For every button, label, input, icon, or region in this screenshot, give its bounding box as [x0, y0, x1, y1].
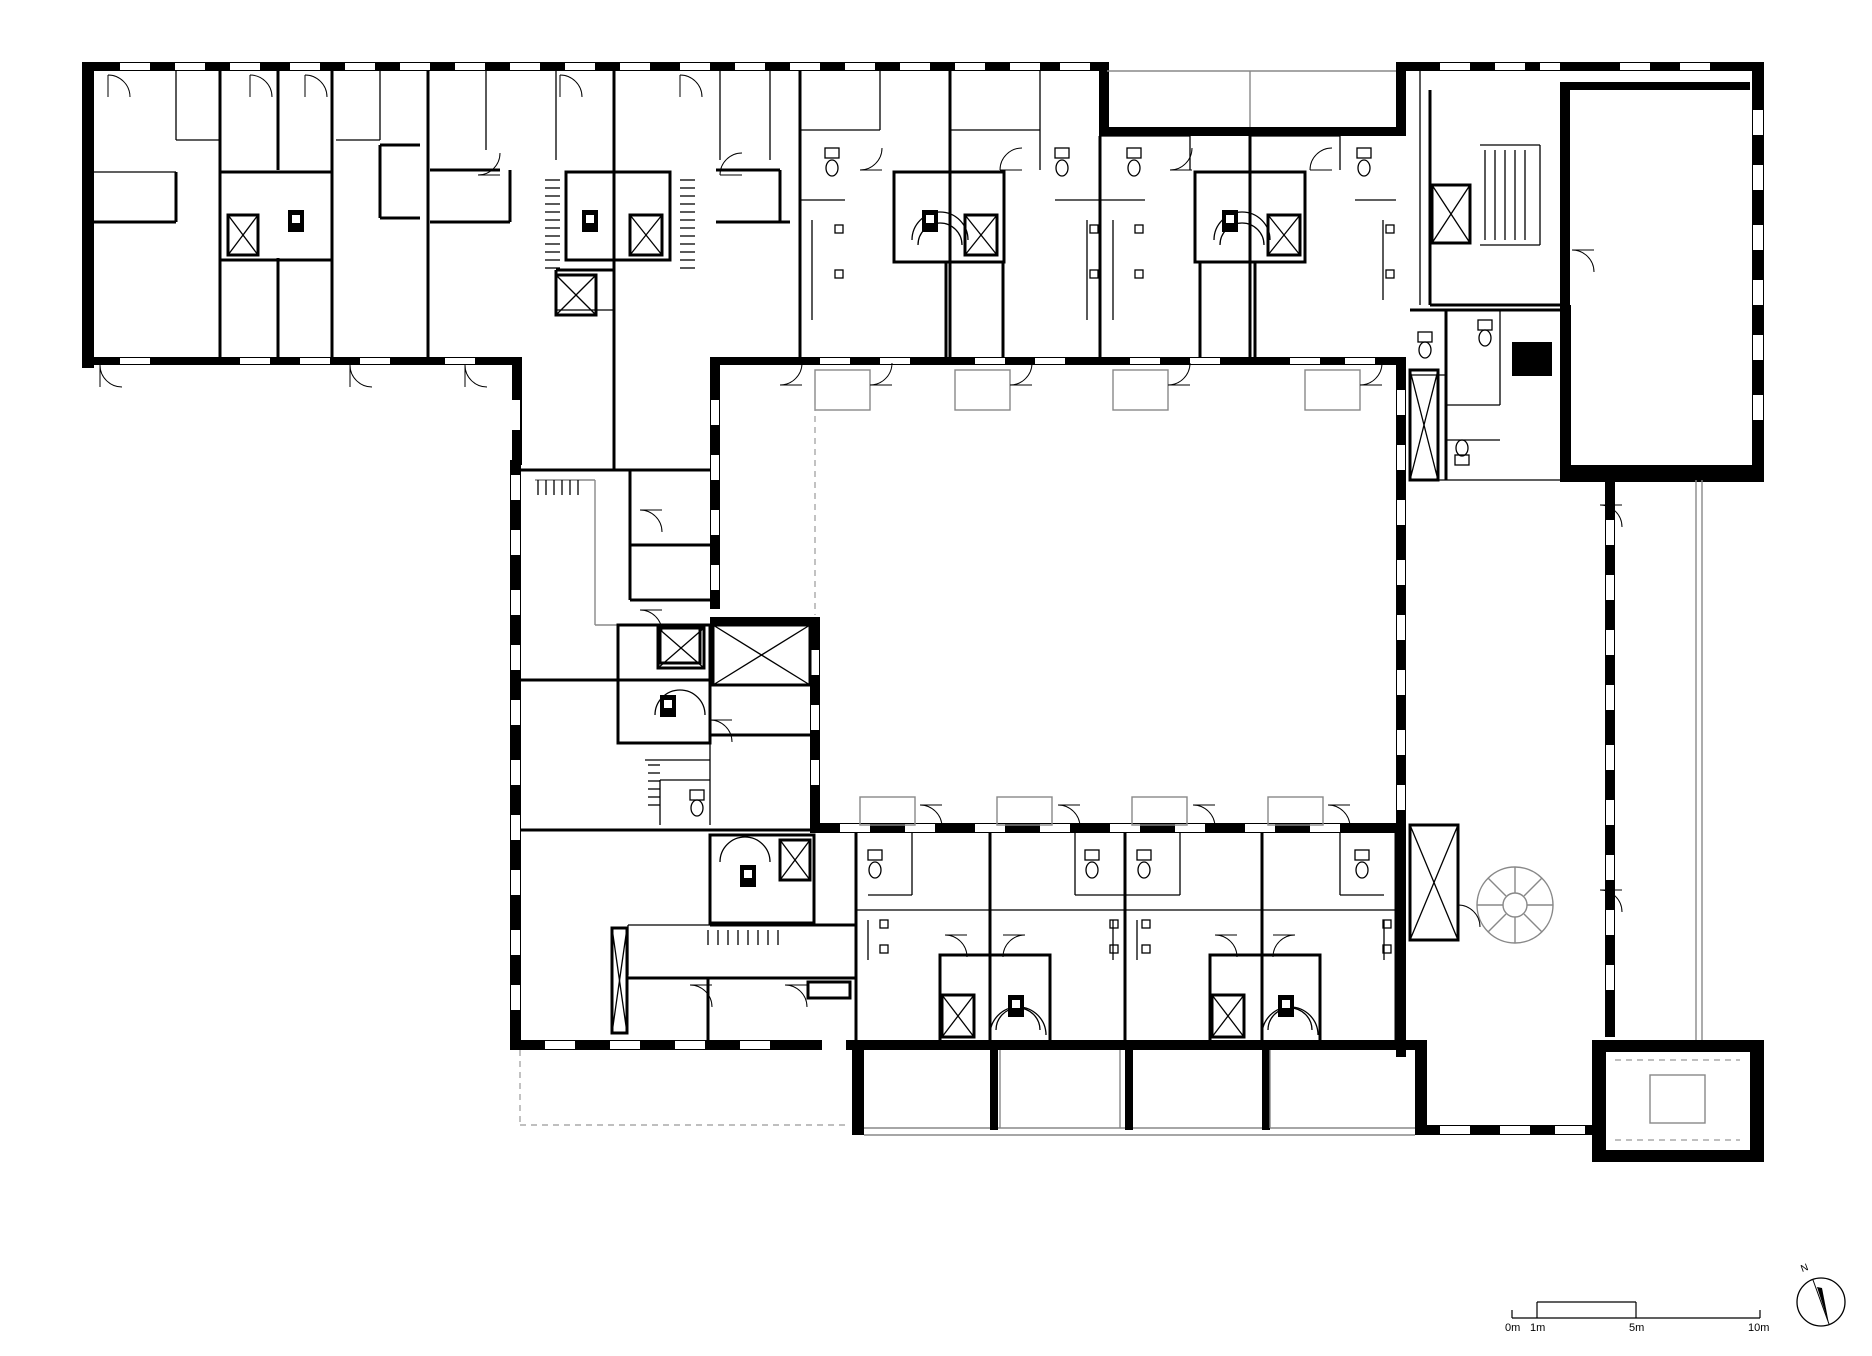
door-swing-icon: [99, 74, 1623, 1008]
scale-label-5m: 5m: [1629, 1322, 1645, 1334]
scale-label-1m: 1m: [1530, 1322, 1546, 1334]
interior-walls: [94, 70, 1740, 1141]
lift-icon: [226, 213, 1302, 1039]
shaft-icon: [288, 210, 1294, 1017]
scale-bar: [1511, 1301, 1761, 1319]
window-openings: [120, 63, 1763, 1134]
scale-label-0m: 0m: [1505, 1322, 1521, 1334]
scale-label-10m: 10m: [1748, 1322, 1770, 1334]
north-arrow-icon: [1796, 1277, 1846, 1327]
toilet-icon: [689, 147, 1493, 954]
